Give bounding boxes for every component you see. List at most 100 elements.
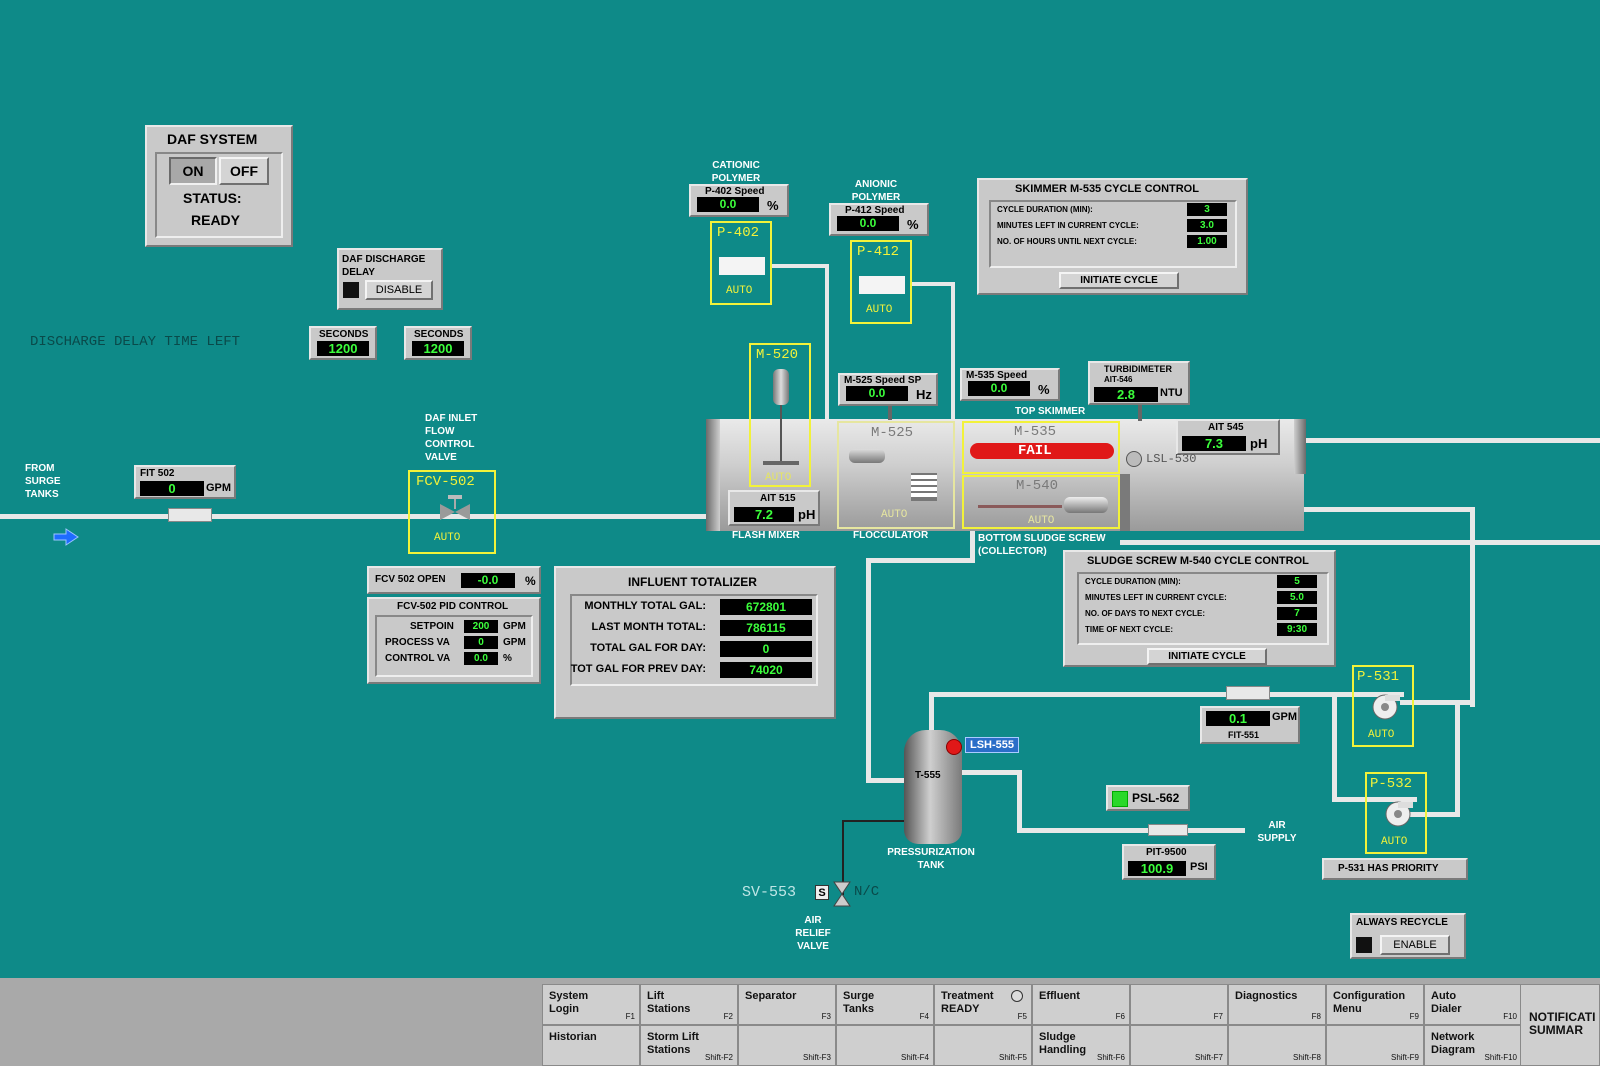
m540-box[interactable]: M-540 AUTO — [962, 475, 1120, 529]
fit502-unit: GPM — [206, 482, 232, 494]
daf-off-button[interactable]: OFF — [219, 157, 269, 185]
fcv502-box[interactable]: FCV-502 AUTO — [408, 470, 496, 554]
p412-speed-panel: P-412 Speed 0.0 % — [829, 203, 929, 236]
m525-speed-value: 0.0 — [846, 386, 908, 401]
nav-button-row2-4[interactable]: Shift-F4 — [836, 1025, 934, 1066]
daf-status-label: STATUS: — [183, 190, 242, 206]
tank-feed-h — [866, 778, 908, 783]
p531-tag: P-531 — [1357, 669, 1400, 685]
m525-box[interactable]: M-525 AUTO — [837, 421, 955, 529]
relief-line-h — [842, 820, 907, 822]
nav-button-row2-3[interactable]: Shift-F3 — [738, 1025, 836, 1066]
nav-button-key: Shift-F2 — [704, 1053, 733, 1062]
nav-button-row2-9[interactable]: Shift-F9 — [1326, 1025, 1424, 1066]
totalizer-row-value: 786115 — [720, 620, 812, 636]
nav-button-key: Shift-F7 — [1194, 1053, 1223, 1062]
nav-button-row2-8[interactable]: Shift-F8 — [1228, 1025, 1326, 1066]
nav-button-key: F1 — [625, 1012, 635, 1021]
sludge-row-value[interactable]: 5 — [1277, 575, 1317, 588]
skimmer-row-value[interactable]: 1.00 — [1187, 235, 1227, 248]
p412-speed-unit: % — [907, 217, 919, 232]
p412-mode: AUTO — [866, 304, 893, 316]
tank-tag: T-555 — [915, 770, 941, 781]
sludge-row-value[interactable]: 5.0 — [1277, 591, 1317, 604]
discharge-delay-panel: DAF DISCHARGE DELAY DISABLE — [337, 248, 443, 310]
p531-priority-panel[interactable]: P-531 HAS PRIORITY — [1322, 858, 1468, 880]
m540-mode: AUTO — [1028, 515, 1055, 527]
m535-box[interactable]: M-535 FAIL — [962, 421, 1120, 474]
skimmer-row-value[interactable]: 3.0 — [1187, 219, 1227, 232]
p531-mode: AUTO — [1368, 729, 1395, 741]
p412-pump-box[interactable]: P-412 AUTO — [850, 240, 912, 324]
sludge-pipe-v — [970, 530, 975, 563]
nav-button-label: Configuration Menu — [1333, 990, 1406, 1015]
discharge-delay-time-left-label: DISCHARGE DELAY TIME LEFT — [30, 334, 241, 350]
nav-button-row2-7[interactable]: Shift-F7 — [1130, 1025, 1228, 1066]
bottom-sludge-label: BOTTOM SLUDGE SCREW (COLLECTOR) — [978, 533, 1106, 557]
recycle-pipe-vert — [1470, 507, 1475, 707]
nav-button-key: Shift-F6 — [1096, 1053, 1125, 1062]
daf-on-button[interactable]: ON — [169, 157, 217, 185]
sv553-solenoid[interactable]: S — [815, 885, 829, 900]
turbidity-unit: NTU — [1160, 387, 1183, 399]
discharge-delay-disable-button[interactable]: DISABLE — [365, 280, 433, 300]
sludge-row-label: MINUTES LEFT IN CURRENT CYCLE: — [1085, 593, 1227, 602]
p402-speed-unit: % — [767, 198, 779, 213]
nav-button-row2-1[interactable]: Historian — [542, 1025, 640, 1066]
skimmer-fail-icon — [970, 443, 1114, 459]
pid-cv-label: CONTROL VA — [385, 653, 451, 664]
recycle-enable-button[interactable]: ENABLE — [1380, 935, 1450, 955]
p531-box[interactable]: P-531 AUTO — [1352, 665, 1414, 747]
p532-box[interactable]: P-532 AUTO — [1365, 772, 1427, 854]
discharge-delay-indicator — [343, 282, 359, 298]
fit551-label: FIT-551 — [1228, 730, 1260, 740]
sludge-row-value[interactable]: 9:30 — [1277, 623, 1317, 636]
always-recycle-panel: ALWAYS RECYCLE ENABLE — [1350, 913, 1466, 959]
sludge-row-label: CYCLE DURATION (MIN): — [1085, 577, 1181, 586]
relief-valve-icon — [832, 880, 852, 908]
nav-button-key: F4 — [919, 1012, 929, 1021]
fit551-meter-icon — [1226, 686, 1270, 700]
totalizer-row-value: 672801 — [720, 599, 812, 615]
p402-pump-box[interactable]: P-402 AUTO — [710, 221, 772, 305]
psl562-label: PSL-562 — [1132, 791, 1180, 805]
p531-priority-label: P-531 HAS PRIORITY — [1338, 863, 1439, 874]
skimmer-row-value[interactable]: 3 — [1187, 203, 1227, 216]
m535-speed-panel: M-535 Speed 0.0 % — [960, 368, 1060, 401]
nav-button-label: Sludge Handling — [1039, 1031, 1087, 1056]
notification-label: NOTIFICATI SUMMAR — [1529, 1010, 1596, 1037]
sludge-row-label: TIME OF NEXT CYCLE: — [1085, 625, 1173, 634]
skimmer-title: SKIMMER M-535 CYCLE CONTROL — [1015, 183, 1199, 195]
sludge-initiate-button[interactable]: INITIATE CYCLE — [1147, 648, 1267, 665]
nav-button-row2-5[interactable]: Shift-F5 — [934, 1025, 1032, 1066]
daf-onoff-group — [155, 152, 283, 238]
nav-button-key: F2 — [723, 1012, 733, 1021]
skimmer-initiate-button[interactable]: INITIATE CYCLE — [1059, 272, 1179, 289]
notification-summary-button[interactable]: NOTIFICATI SUMMAR — [1520, 984, 1600, 1066]
lsh555-alarm-icon — [946, 739, 962, 755]
fcv502-tag: FCV-502 — [416, 474, 475, 490]
lsl530-label: LSL-530 — [1146, 452, 1197, 466]
sludge-row-value[interactable]: 7 — [1277, 607, 1317, 620]
m520-box[interactable]: M-520 AUTO — [749, 343, 811, 487]
sv553-nc: N/C — [854, 884, 880, 900]
ait545-panel: AIT 545 7.3 pH — [1176, 419, 1280, 455]
nav-button-key: F8 — [1311, 1012, 1321, 1021]
nav-button-key: F5 — [1017, 1012, 1027, 1021]
p412-speed-value: 0.0 — [837, 216, 899, 231]
pid-setpoint-value[interactable]: 200 — [464, 620, 498, 633]
nav-button-label: Lift Stations — [647, 990, 691, 1015]
nav-button-row1-7[interactable]: F7 — [1130, 984, 1228, 1025]
